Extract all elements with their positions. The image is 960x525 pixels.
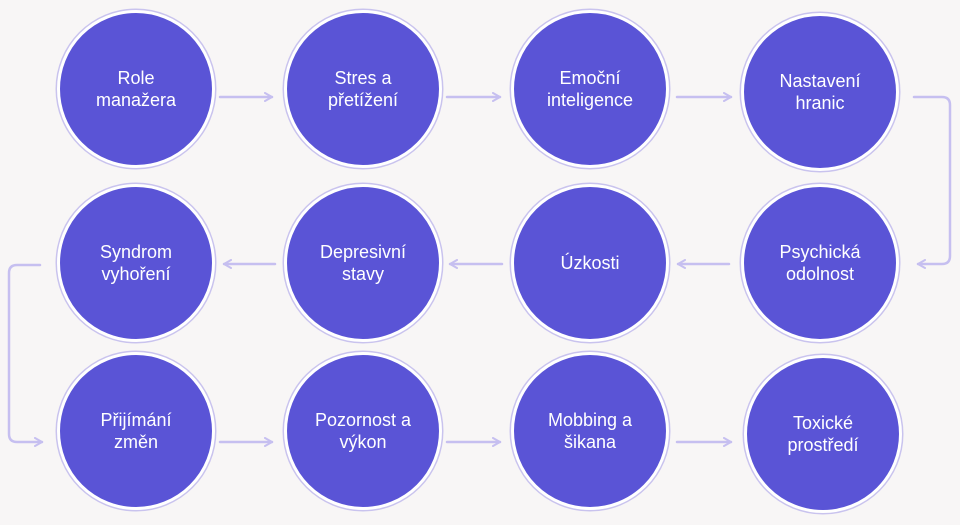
node-syndrom-vyhoreni: Syndrom vyhoření — [57, 184, 215, 342]
node-label: Stres a přetížení — [327, 68, 399, 110]
node-prijimani-zmen: Přijímání změn — [57, 352, 215, 510]
node-stres-a-pretizeni: Stres a přetížení — [284, 10, 442, 168]
arrow-nastaveni-hranic-to-psychicka-odolnost — [912, 95, 952, 269]
node-emocni-inteligence: Emoční inteligence — [511, 10, 669, 168]
node-label: Mobbing a šikana — [547, 410, 633, 452]
node-label: Pozornost a výkon — [314, 410, 412, 452]
node-toxicke-prostredi: Toxické prostředí — [744, 355, 902, 513]
node-label: Nastavení hranic — [779, 71, 861, 113]
node-label: Toxické prostředí — [787, 413, 859, 455]
node-label: Role manažera — [95, 68, 177, 110]
node-label: Depresivní stavy — [319, 242, 407, 284]
node-psychicka-odolnost: Psychická odolnost — [741, 184, 899, 342]
node-role-manazera: Role manažera — [57, 10, 215, 168]
node-label: Úzkosti — [560, 253, 620, 273]
node-pozornost-a-vykon: Pozornost a výkon — [284, 352, 442, 510]
node-label: Přijímání změn — [100, 410, 172, 452]
arrow-syndrom-vyhoreni-to-prijimani-zmen — [7, 263, 44, 447]
node-depresivni-stavy: Depresivní stavy — [284, 184, 442, 342]
node-mobbing-a-sikana: Mobbing a šikana — [511, 352, 669, 510]
node-label: Psychická odolnost — [779, 242, 861, 284]
node-nastaveni-hranic: Nastavení hranic — [741, 13, 899, 171]
node-uzkosti: Úzkosti — [511, 184, 669, 342]
node-label: Syndrom vyhoření — [99, 242, 173, 284]
node-label: Emoční inteligence — [546, 68, 634, 110]
